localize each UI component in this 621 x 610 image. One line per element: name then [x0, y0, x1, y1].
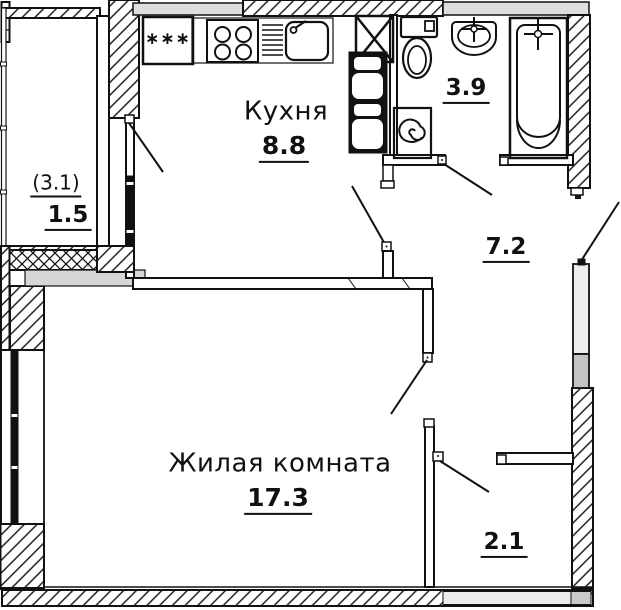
- living-room-door-swing: [390, 359, 428, 415]
- living-room-door: [390, 288, 434, 415]
- closet-door-swing: [439, 460, 490, 493]
- kitchen-window: [132, 2, 244, 16]
- bathroom-area-label: 3.9: [442, 74, 490, 104]
- kitchen-cabinet: [141, 15, 195, 66]
- toilet-icon: [399, 15, 439, 80]
- washing-machine-icon: [392, 106, 433, 160]
- bathroom-south-wall: [380, 154, 574, 196]
- kitchen-door-swing: [351, 185, 387, 247]
- top-right-strip: [442, 1, 590, 16]
- entrance-door-swing: [580, 201, 620, 262]
- living-room-area-label: 17.3: [244, 482, 312, 515]
- balcony-door-swing: [128, 122, 164, 173]
- entrance-door: [572, 201, 620, 389]
- fixtures: [141, 14, 569, 160]
- kitchen-door: [351, 185, 394, 279]
- hallway-area-label: 7.2: [482, 233, 530, 263]
- cabinet-marking-label: ∗∗∗: [145, 29, 191, 50]
- closet-walls: [423, 418, 574, 588]
- washbasin-icon: [451, 17, 497, 56]
- bathtub-icon: [508, 16, 569, 160]
- left-wall: [0, 245, 146, 590]
- living-room-name-label: Жилая комната: [168, 448, 392, 479]
- living-room-window: [10, 349, 19, 525]
- balcony-gross-area-label: (3.1): [30, 170, 82, 198]
- stove-icon: [206, 19, 259, 63]
- kitchen-area-label: 8.8: [258, 130, 310, 163]
- vent-shaft-icon: [348, 51, 388, 154]
- kitchen-sink-icon: [262, 20, 330, 62]
- right-lower-wall: [571, 387, 594, 589]
- kitchen-name-label: Кухня: [243, 96, 329, 127]
- balcony-glazing: [0, 7, 7, 255]
- divider-wall: [132, 277, 433, 290]
- balcony-area-label: 1.5: [44, 201, 92, 231]
- closet-area-label: 2.1: [480, 528, 528, 558]
- balcony-door: [96, 114, 164, 279]
- bathroom-door-swing: [443, 163, 493, 196]
